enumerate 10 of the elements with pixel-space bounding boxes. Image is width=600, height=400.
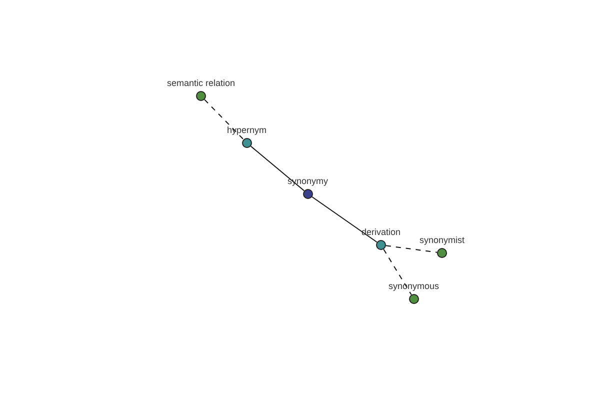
node-label: synonymist	[420, 235, 465, 246]
connector-line	[383, 248, 412, 296]
connector-line	[385, 245, 438, 253]
node-label: synonymous	[388, 281, 440, 292]
connector-line	[250, 146, 305, 192]
connector-line	[204, 99, 244, 140]
connector-line	[312, 196, 378, 243]
node-label: hypernym	[227, 125, 267, 136]
node-label: derivation	[362, 227, 401, 238]
node-label: semantic relation	[167, 78, 236, 89]
